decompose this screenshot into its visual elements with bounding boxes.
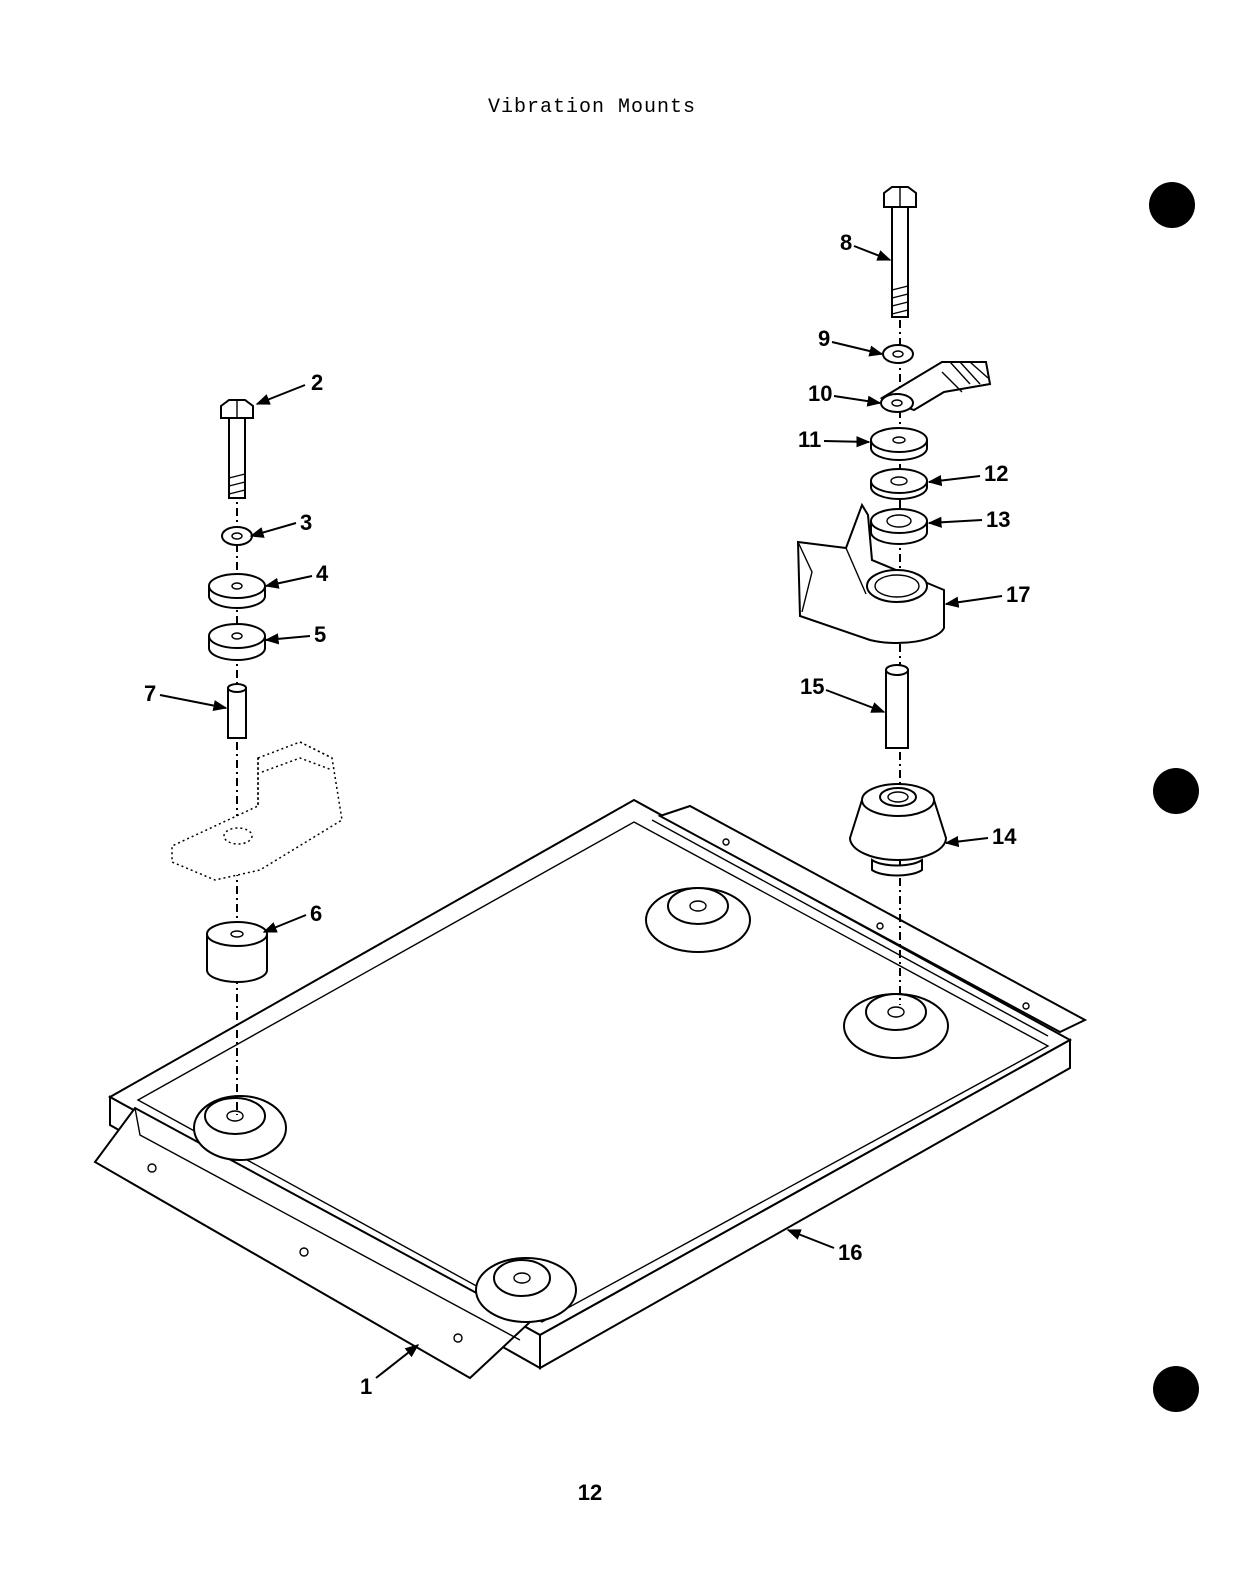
callout-7: 7 xyxy=(144,681,156,706)
callout-2: 2 xyxy=(311,370,323,395)
callout-3: 3 xyxy=(300,510,312,535)
binder-hole-bottom xyxy=(1153,1366,1199,1412)
callout-9: 9 xyxy=(818,326,830,351)
spacer-tube-left xyxy=(227,683,247,739)
callout-13: 13 xyxy=(986,507,1010,532)
callout-17: 17 xyxy=(1006,582,1030,607)
pan-mount-boss-rear-left xyxy=(645,887,751,953)
lock-washer-left xyxy=(221,526,253,546)
spacer-tube-right xyxy=(885,664,909,749)
callout-leaders xyxy=(159,245,1003,1379)
ground-strap-lug xyxy=(879,361,992,413)
callout-15: 15 xyxy=(800,674,824,699)
pan-mount-boss-front-left xyxy=(193,1095,287,1161)
page-number: 12 xyxy=(578,1480,602,1505)
callout-16: 16 xyxy=(838,1240,862,1265)
washer-12 xyxy=(870,468,928,500)
washer-upper-left xyxy=(208,573,266,609)
vibration-isolator-14 xyxy=(848,783,948,877)
page-title: Vibration Mounts xyxy=(488,96,696,119)
pan-mount-boss-rear-right xyxy=(843,993,949,1059)
lock-washer-right xyxy=(882,344,914,364)
callout-11: 11 xyxy=(798,427,821,452)
callout-8: 8 xyxy=(840,230,852,255)
grommet-left xyxy=(206,921,268,983)
callout-6: 6 xyxy=(310,901,322,926)
callout-12: 12 xyxy=(984,461,1008,486)
base-pan xyxy=(93,798,1088,1380)
bolt-right xyxy=(883,186,917,318)
pan-mount-boss-front-right xyxy=(475,1257,577,1323)
washer-lower-left xyxy=(208,623,266,661)
binder-hole-top xyxy=(1149,182,1195,228)
callout-14: 14 xyxy=(992,824,1017,849)
bracket-left-phantom xyxy=(171,741,343,881)
callout-1: 1 xyxy=(360,1374,372,1399)
bolt-left xyxy=(220,399,254,499)
bushing-13 xyxy=(870,508,928,545)
callout-4: 4 xyxy=(316,561,329,586)
callout-10: 10 xyxy=(808,381,832,406)
binder-hole-middle xyxy=(1153,768,1199,814)
callout-5: 5 xyxy=(314,622,326,647)
washer-11 xyxy=(870,427,928,461)
support-bracket-17 xyxy=(796,502,945,645)
